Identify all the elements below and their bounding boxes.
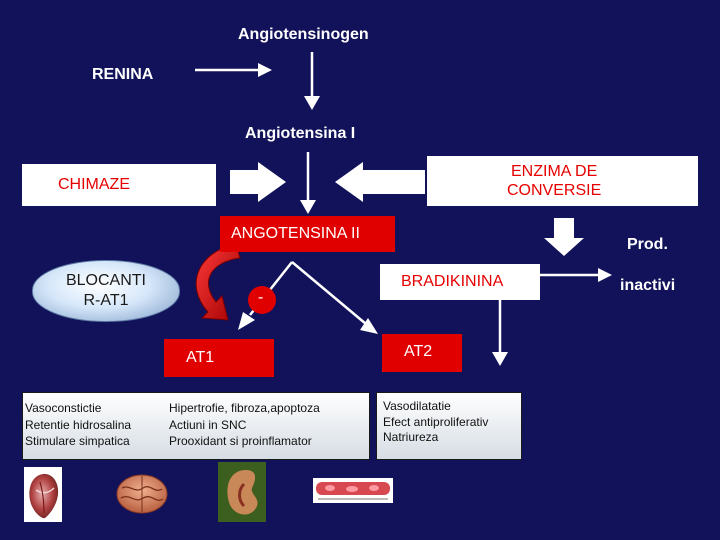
blocanti-label-line1: BLOCANTI <box>65 272 146 289</box>
minus-badge: - <box>248 286 276 314</box>
at1-effect-item: Hipertrofie, fibroza,apoptoza <box>169 401 320 415</box>
at2-effects-box: Vasodilatatie Efect antiproliferativ Nat… <box>376 392 522 460</box>
renina-arrow <box>195 63 272 77</box>
at1-effects-col2: Hipertrofie, fibroza,apoptoza Actiuni in… <box>169 400 320 450</box>
at1-effect-item: Actiuni in SNC <box>169 417 247 432</box>
enzima-label-line1: ENZIMA DE <box>511 163 598 180</box>
bradikinina-label: BRADIKININA <box>401 273 504 290</box>
prod-label: Prod. <box>627 236 668 253</box>
renina-label: RENINA <box>92 66 154 83</box>
vessel-image <box>313 478 393 503</box>
at2-effect-item: Natriureza <box>383 430 439 444</box>
blocking-curved-arrow <box>195 243 241 321</box>
at1-effect-item: Prooxidant si proinflamator <box>169 434 312 448</box>
chimaze-box: CHIMAZE <box>22 164 216 206</box>
at2-effect-item: Efect antiproliferativ <box>383 414 489 429</box>
kidney-image <box>218 462 266 522</box>
blocanti-ellipse: BLOCANTI R-AT1 <box>32 260 180 322</box>
at1-label: AT1 <box>186 349 215 366</box>
at1-effects-col1: Vasoconstictie Retentie hidrosalina Stim… <box>25 400 131 450</box>
bradikinina-right-arrow <box>540 268 612 282</box>
bradikinina-down-arrow <box>492 298 508 366</box>
enzima-label: ENZIMA DE CONVERSIE <box>507 162 601 200</box>
at2-effect-item: Vasodilatatie <box>383 399 451 413</box>
blocanti-label-line2: R-AT1 <box>83 292 129 309</box>
angiotensina-i-down-arrow <box>300 152 316 214</box>
inactivi-label: inactivi <box>620 277 676 294</box>
ang2-to-at2-arrow <box>291 261 378 334</box>
enzima-box: ENZIMA DE CONVERSIE <box>427 156 698 206</box>
enzima-block-arrow <box>335 162 425 202</box>
at2-effects-list: Vasodilatatie Efect antiproliferativ Nat… <box>383 399 488 446</box>
enzima-down-block-arrow <box>544 218 584 256</box>
minus-label: - <box>258 289 264 306</box>
at1-effect-item: Stimulare simpatica <box>25 434 130 448</box>
angotensina-ii-label: ANGOTENSINA II <box>231 225 360 242</box>
angiotensinogen-down-arrow <box>304 52 320 110</box>
blocanti-label: BLOCANTI R-AT1 <box>33 271 179 311</box>
enzima-label-line2: CONVERSIE <box>507 182 602 199</box>
angiotensinogen-label: Angiotensinogen <box>238 26 369 43</box>
at2-label: AT2 <box>404 343 433 360</box>
angiotensina-i-label: Angiotensina I <box>245 125 356 142</box>
bradikinina-box: BRADIKININA <box>380 264 540 300</box>
at1-effects-box: Vasoconstictie Retentie hidrosalina Stim… <box>22 392 370 460</box>
heart-image <box>24 467 62 522</box>
chimaze-label: CHIMAZE <box>58 176 130 193</box>
angotensina-ii-box: ANGOTENSINA II <box>220 216 395 252</box>
at2-box: AT2 <box>382 334 462 372</box>
chimaze-block-arrow <box>230 162 286 202</box>
brain-image <box>116 474 168 514</box>
at1-effect-item: Retentie hidrosalina <box>25 417 132 432</box>
at1-effect-item: Vasoconstictie <box>25 401 102 415</box>
at1-box: AT1 <box>164 339 274 377</box>
